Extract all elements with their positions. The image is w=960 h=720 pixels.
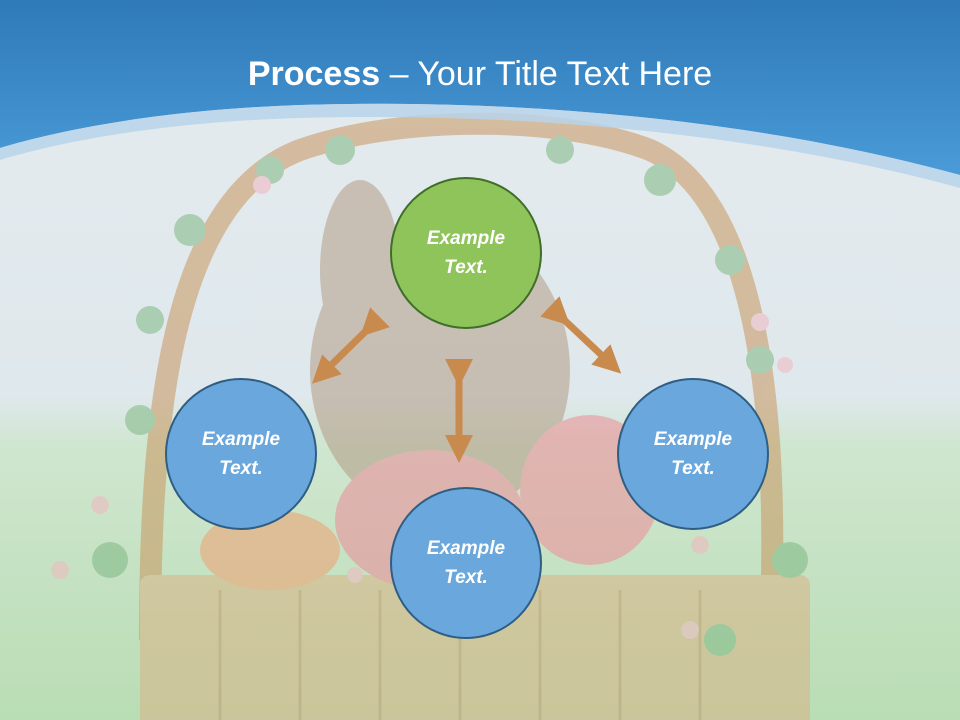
node-top-label: Example Text. — [426, 228, 506, 278]
slide-title: Process – Your Title Text Here — [247, 55, 713, 93]
process-node-right: Example Text. — [617, 378, 769, 530]
process-node-bottom: Example Text. — [390, 487, 542, 639]
node-left-label: Example Text. — [201, 429, 281, 479]
node-right-label: Example Text. — [653, 429, 733, 479]
node-bottom-label: Example Text. — [426, 538, 506, 588]
process-node-top: Example Text. — [390, 177, 542, 329]
arrow-top-left — [311, 307, 390, 384]
arrow-top-right — [540, 296, 622, 374]
process-node-left: Example Text. — [165, 378, 317, 530]
